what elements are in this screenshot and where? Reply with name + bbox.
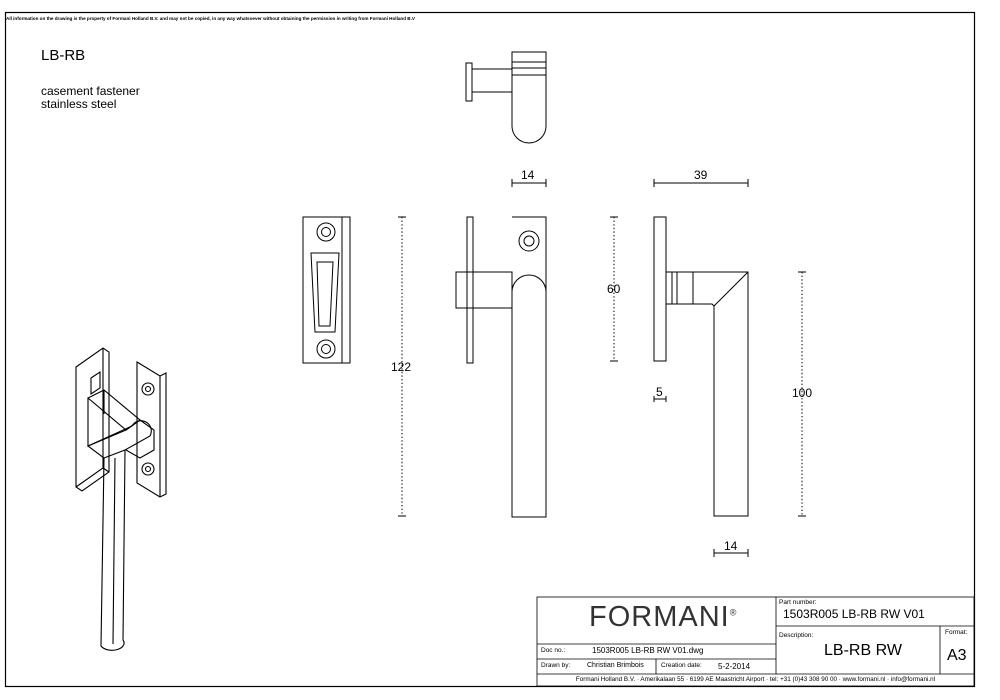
dimension-height-total <box>398 216 406 517</box>
strike-plate-view <box>302 216 351 364</box>
handle-front-view <box>455 216 547 518</box>
formani-logo: FORMANI® <box>589 601 737 634</box>
dimension-bottom-width <box>713 549 749 557</box>
dim-label-top-width: 14 <box>521 168 535 182</box>
dimension-projection <box>653 179 749 187</box>
dim-label-height-plate: 60 <box>607 282 621 296</box>
description-line-2: stainless steel <box>41 97 117 111</box>
top-view <box>465 51 547 144</box>
product-code: LB-RB <box>41 47 86 64</box>
doc-no-label: Doc no.: <box>541 647 566 654</box>
creation-date-value: 5-2-2014 <box>718 662 751 671</box>
format-value: A3 <box>947 647 967 664</box>
part-number-value: 1503R005 LB-RB RW V01 <box>783 607 925 621</box>
dim-label-height-total: 122 <box>391 360 412 374</box>
format-label: Format: <box>945 629 968 636</box>
logo-registered-mark: ® <box>729 607 738 618</box>
part-number-label: Part number: <box>779 599 817 606</box>
disclaimer-text: All information on the drawing is the pr… <box>6 16 415 21</box>
dim-label-handle-length: 100 <box>792 386 813 400</box>
description-line-1: casement fastener <box>41 84 140 98</box>
product-description: casement fastener stainless steel <box>41 85 140 111</box>
footer-address: Formani Holland B.V. · Amerikalaan 55 · … <box>575 676 936 683</box>
dimension-offset <box>653 396 667 402</box>
description-value: LB-RB RW <box>824 642 902 659</box>
dim-label-bottom-width: 14 <box>724 539 738 553</box>
isometric-view <box>75 347 167 651</box>
dim-label-offset: 5 <box>656 385 663 399</box>
title-block-frame <box>536 596 975 687</box>
description-label: Description: <box>779 632 814 639</box>
handle-side-view <box>653 216 749 517</box>
dim-label-projection: 39 <box>694 168 708 182</box>
doc-no-value: 1503R005 LB-RB RW V01.dwg <box>592 646 704 655</box>
drawn-by-value: Christian Brimbois <box>587 662 644 669</box>
dimension-top-width <box>511 179 547 187</box>
dimension-height-plate <box>610 216 618 362</box>
logo-text: FORMANI <box>589 601 730 633</box>
sheet-border <box>4 11 976 688</box>
creation-date-label: Creation date: <box>661 662 702 669</box>
dimension-handle-length <box>798 271 806 517</box>
drawn-by-label: Drawn by: <box>541 662 571 669</box>
